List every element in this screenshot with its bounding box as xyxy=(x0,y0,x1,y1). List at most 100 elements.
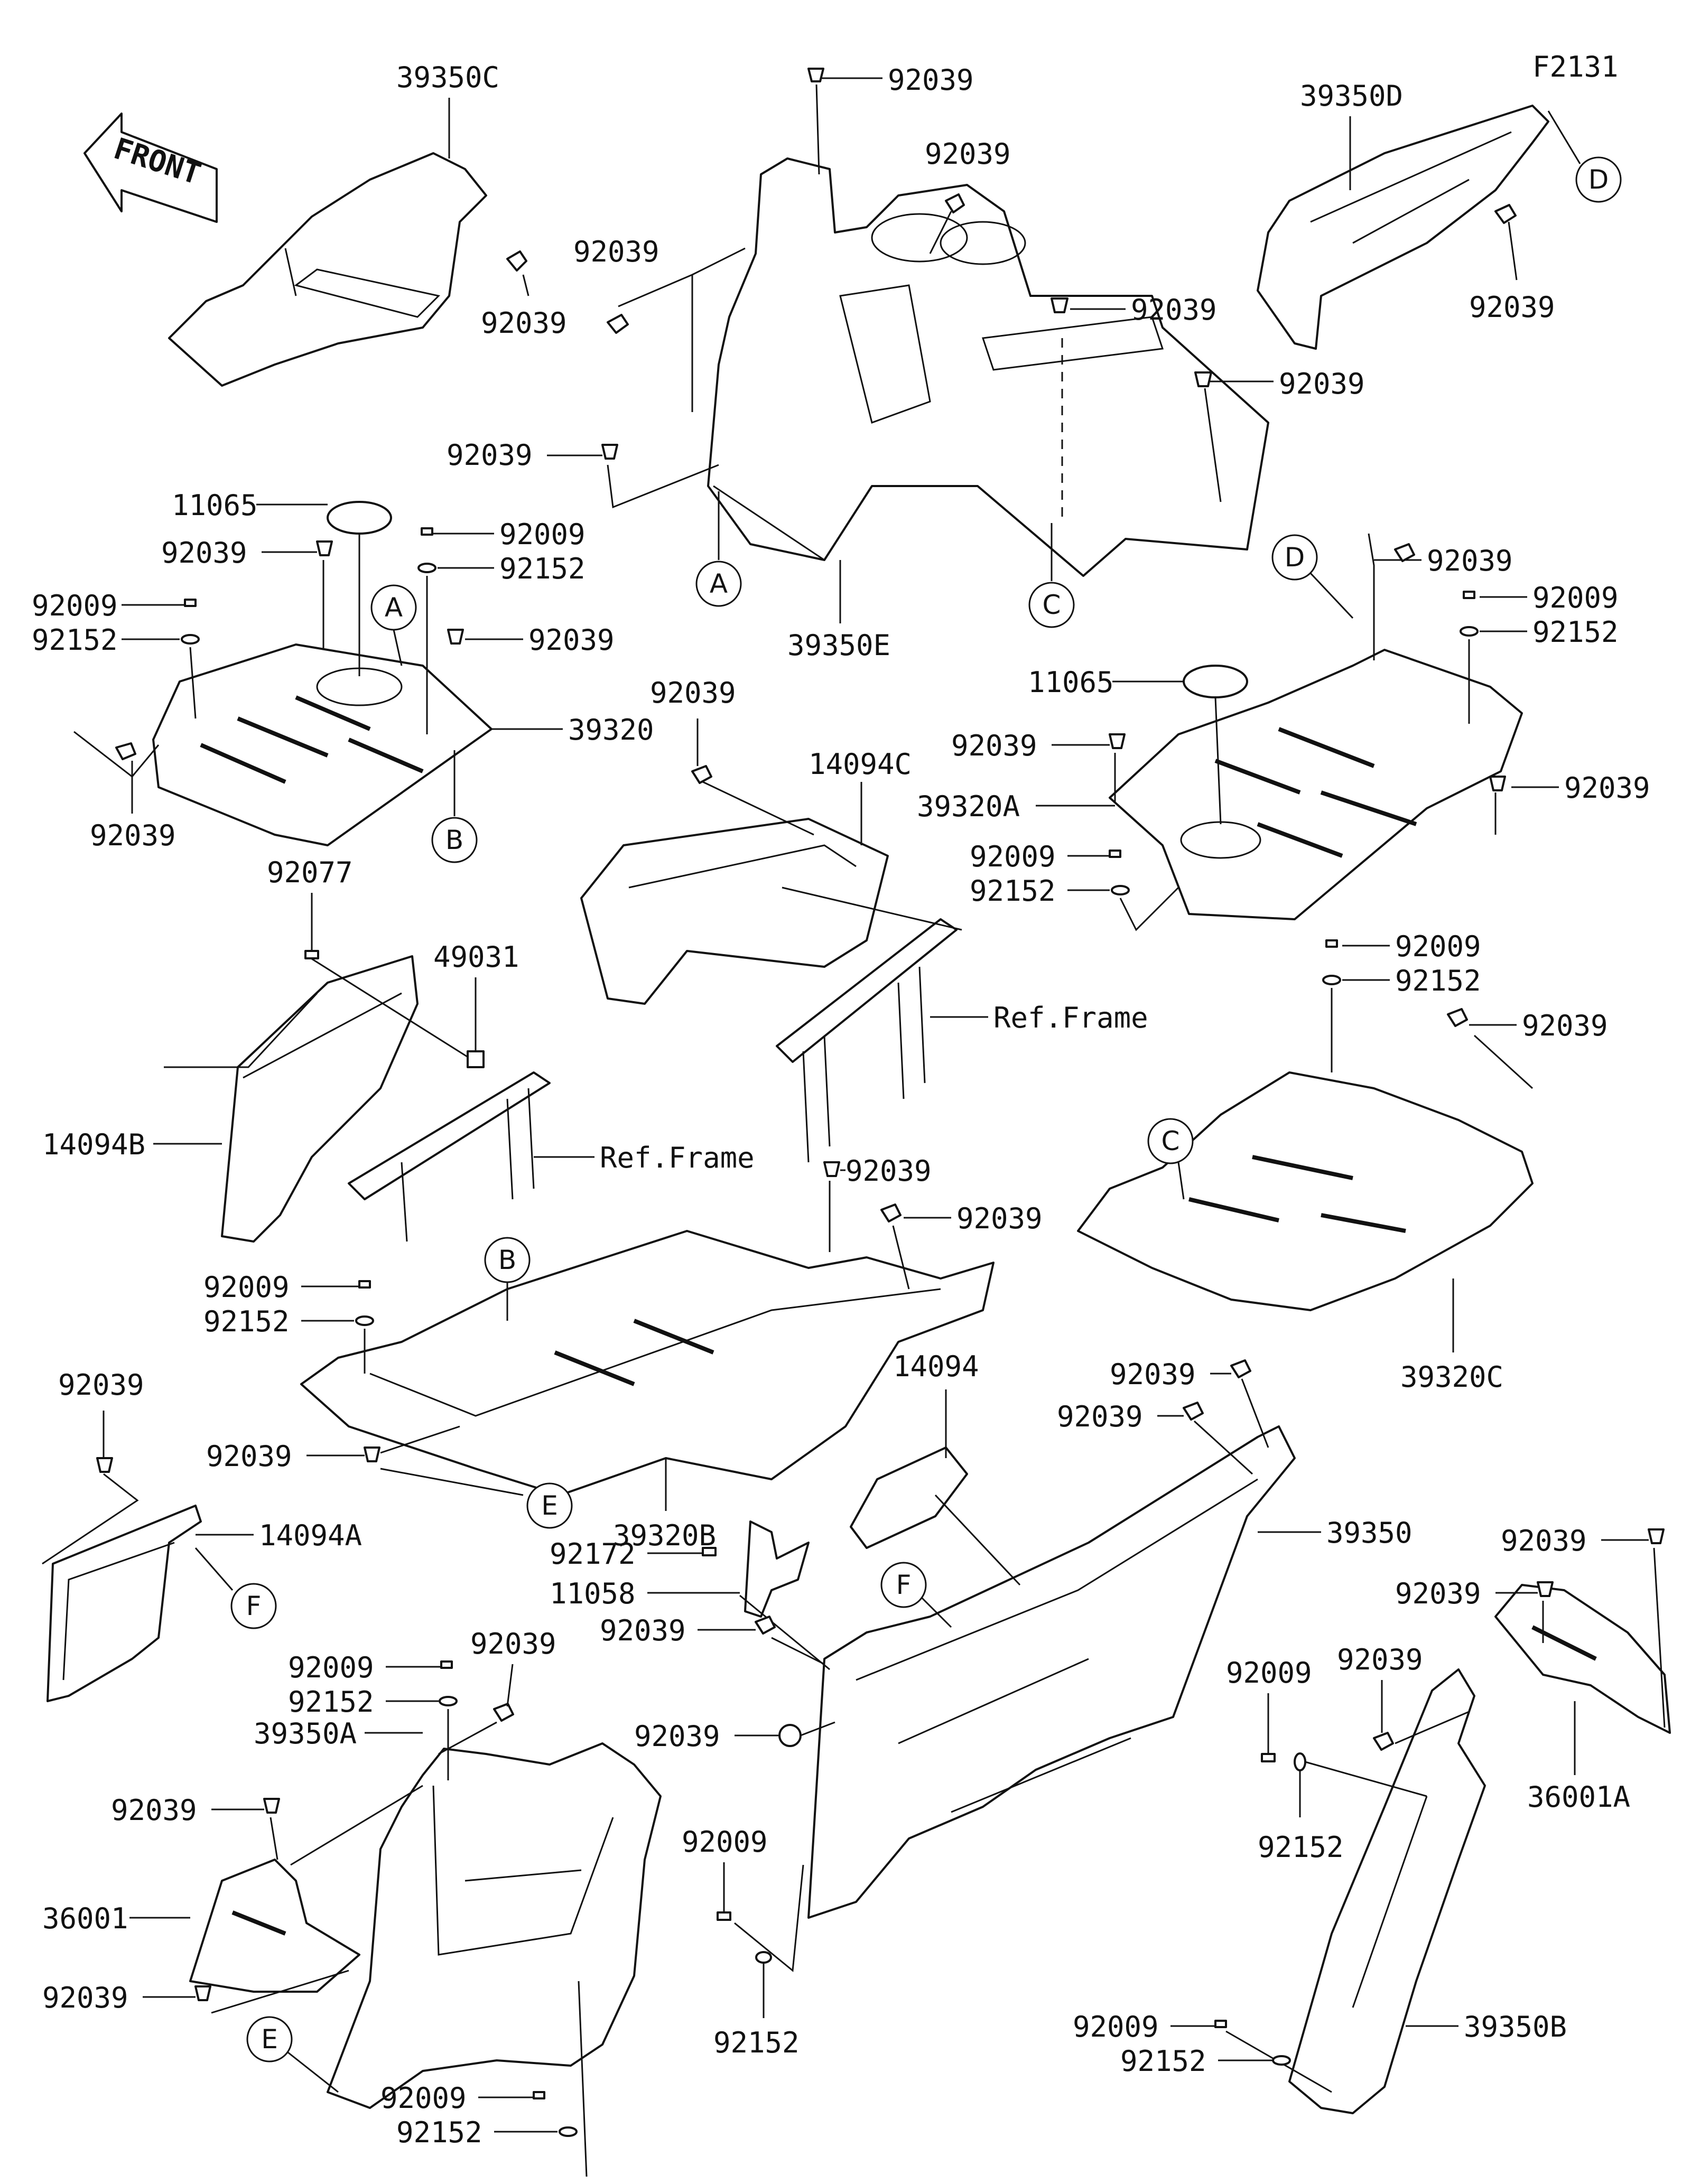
label-92039: 92039 xyxy=(206,1440,292,1473)
label-14094B: 14094B xyxy=(42,1128,145,1161)
washer-icon xyxy=(181,634,200,645)
part-39350E xyxy=(707,157,1269,577)
washer-icon xyxy=(1294,1752,1306,1771)
label-92039: 92039 xyxy=(1522,1009,1608,1042)
label-92039: 92039 xyxy=(888,63,974,97)
label-92009: 92009 xyxy=(1532,581,1619,614)
label-92039: 92039 xyxy=(58,1368,144,1402)
label-92009: 92009 xyxy=(682,1825,768,1859)
label-39320A: 39320A xyxy=(917,790,1020,823)
label-92009: 92009 xyxy=(1226,1656,1312,1690)
label-92039: 92039 xyxy=(650,676,736,710)
washer-icon xyxy=(1322,975,1341,985)
callout-D: D xyxy=(1285,542,1305,573)
bolt-icon xyxy=(1325,939,1338,948)
label-92152: 92152 xyxy=(499,552,586,585)
label-92009: 92009 xyxy=(499,518,586,551)
bolt-icon xyxy=(1214,2020,1227,2028)
part-39320C xyxy=(1077,1071,1534,1311)
label-92152: 92152 xyxy=(1120,2045,1206,2078)
clip-icon xyxy=(601,444,618,460)
label-92039: 92039 xyxy=(1057,1400,1143,1433)
label-92039: 92039 xyxy=(1110,1358,1196,1391)
label-92172: 92172 xyxy=(550,1537,636,1571)
bolt-icon xyxy=(421,527,433,536)
label-92077: 92077 xyxy=(267,856,353,889)
washer-icon xyxy=(755,1951,772,1964)
callout-C: C xyxy=(1043,590,1061,620)
label-92039: 92039 xyxy=(846,1154,932,1188)
washer-icon xyxy=(1111,885,1130,895)
label-92009: 92009 xyxy=(288,1651,374,1684)
label-92152: 92152 xyxy=(970,874,1056,908)
bolt-icon xyxy=(440,1660,453,1669)
clip-icon xyxy=(263,1798,280,1814)
clip-icon xyxy=(364,1446,380,1462)
clip-icon xyxy=(1494,204,1517,224)
label-92039: 92039 xyxy=(161,536,247,570)
label-14094A: 14094A xyxy=(259,1519,362,1552)
label-92039: 92039 xyxy=(634,1720,720,1753)
label-92039: 92039 xyxy=(111,1794,197,1827)
label-92039: 92039 xyxy=(1279,367,1365,400)
label-92152: 92152 xyxy=(203,1305,290,1338)
label-92152: 92152 xyxy=(288,1685,374,1719)
callout-D: D xyxy=(1588,164,1609,195)
figure-code: F2131 xyxy=(1532,50,1619,83)
label-92039: 92039 xyxy=(951,729,1037,762)
callout-B: B xyxy=(498,1245,516,1275)
clip-icon xyxy=(807,68,824,82)
label-92039: 92039 xyxy=(1395,1577,1481,1610)
bolt-icon xyxy=(184,599,197,607)
label-14094: 14094 xyxy=(893,1350,979,1383)
callout-C: C xyxy=(1162,1126,1180,1156)
label-39350C: 39350C xyxy=(396,61,499,94)
part-39350D xyxy=(1257,105,1549,350)
clip-icon xyxy=(880,1203,902,1222)
clip-icon xyxy=(194,1985,211,2001)
front-arrow-icon: FRONT xyxy=(83,113,218,223)
cap-icon xyxy=(1183,665,1248,698)
clip-icon xyxy=(316,540,333,556)
label-92039: 92039 xyxy=(447,438,533,472)
clip-icon xyxy=(1648,1528,1665,1544)
callout-F: F xyxy=(896,1570,912,1600)
part-39350A xyxy=(327,1742,662,2109)
clip-icon xyxy=(691,765,712,784)
washer-icon xyxy=(1460,626,1479,637)
label-92039: 92039 xyxy=(90,819,176,852)
label-92152: 92152 xyxy=(1258,1831,1344,1864)
label-92039: 92039 xyxy=(528,623,615,657)
clip-icon xyxy=(607,314,629,334)
part-39320A xyxy=(1109,649,1523,920)
nut-icon xyxy=(467,1050,485,1068)
callout-A: A xyxy=(710,568,728,599)
label-36001: 36001 xyxy=(42,1902,128,1935)
part-14094A xyxy=(47,1505,202,1702)
callout-A: A xyxy=(385,592,403,623)
label-39350: 39350 xyxy=(1326,1516,1413,1550)
label-92039: 92039 xyxy=(470,1627,556,1660)
label-92152: 92152 xyxy=(1395,964,1481,997)
clip-icon xyxy=(1537,1581,1554,1597)
washer-icon xyxy=(439,1696,458,1706)
washer-icon xyxy=(417,563,436,573)
label-39350B: 39350B xyxy=(1464,2010,1567,2043)
clip-icon xyxy=(1230,1359,1251,1378)
label-92009: 92009 xyxy=(1395,930,1481,963)
label-92039: 92039 xyxy=(1427,544,1513,577)
label-39320: 39320 xyxy=(568,713,654,746)
callout-E: E xyxy=(541,1490,558,1521)
label-14094C: 14094C xyxy=(809,748,912,781)
label-92039: 92039 xyxy=(1564,771,1650,805)
clip-icon xyxy=(945,193,965,213)
clip-icon xyxy=(493,1703,514,1722)
bolt-icon xyxy=(702,1547,717,1556)
label-92152: 92152 xyxy=(1532,615,1619,649)
label-39350E: 39350E xyxy=(787,629,890,662)
clip-icon xyxy=(1109,733,1126,749)
bolt-icon xyxy=(533,2091,545,2099)
clip-icon xyxy=(1194,371,1212,387)
label-92009: 92009 xyxy=(970,840,1056,873)
